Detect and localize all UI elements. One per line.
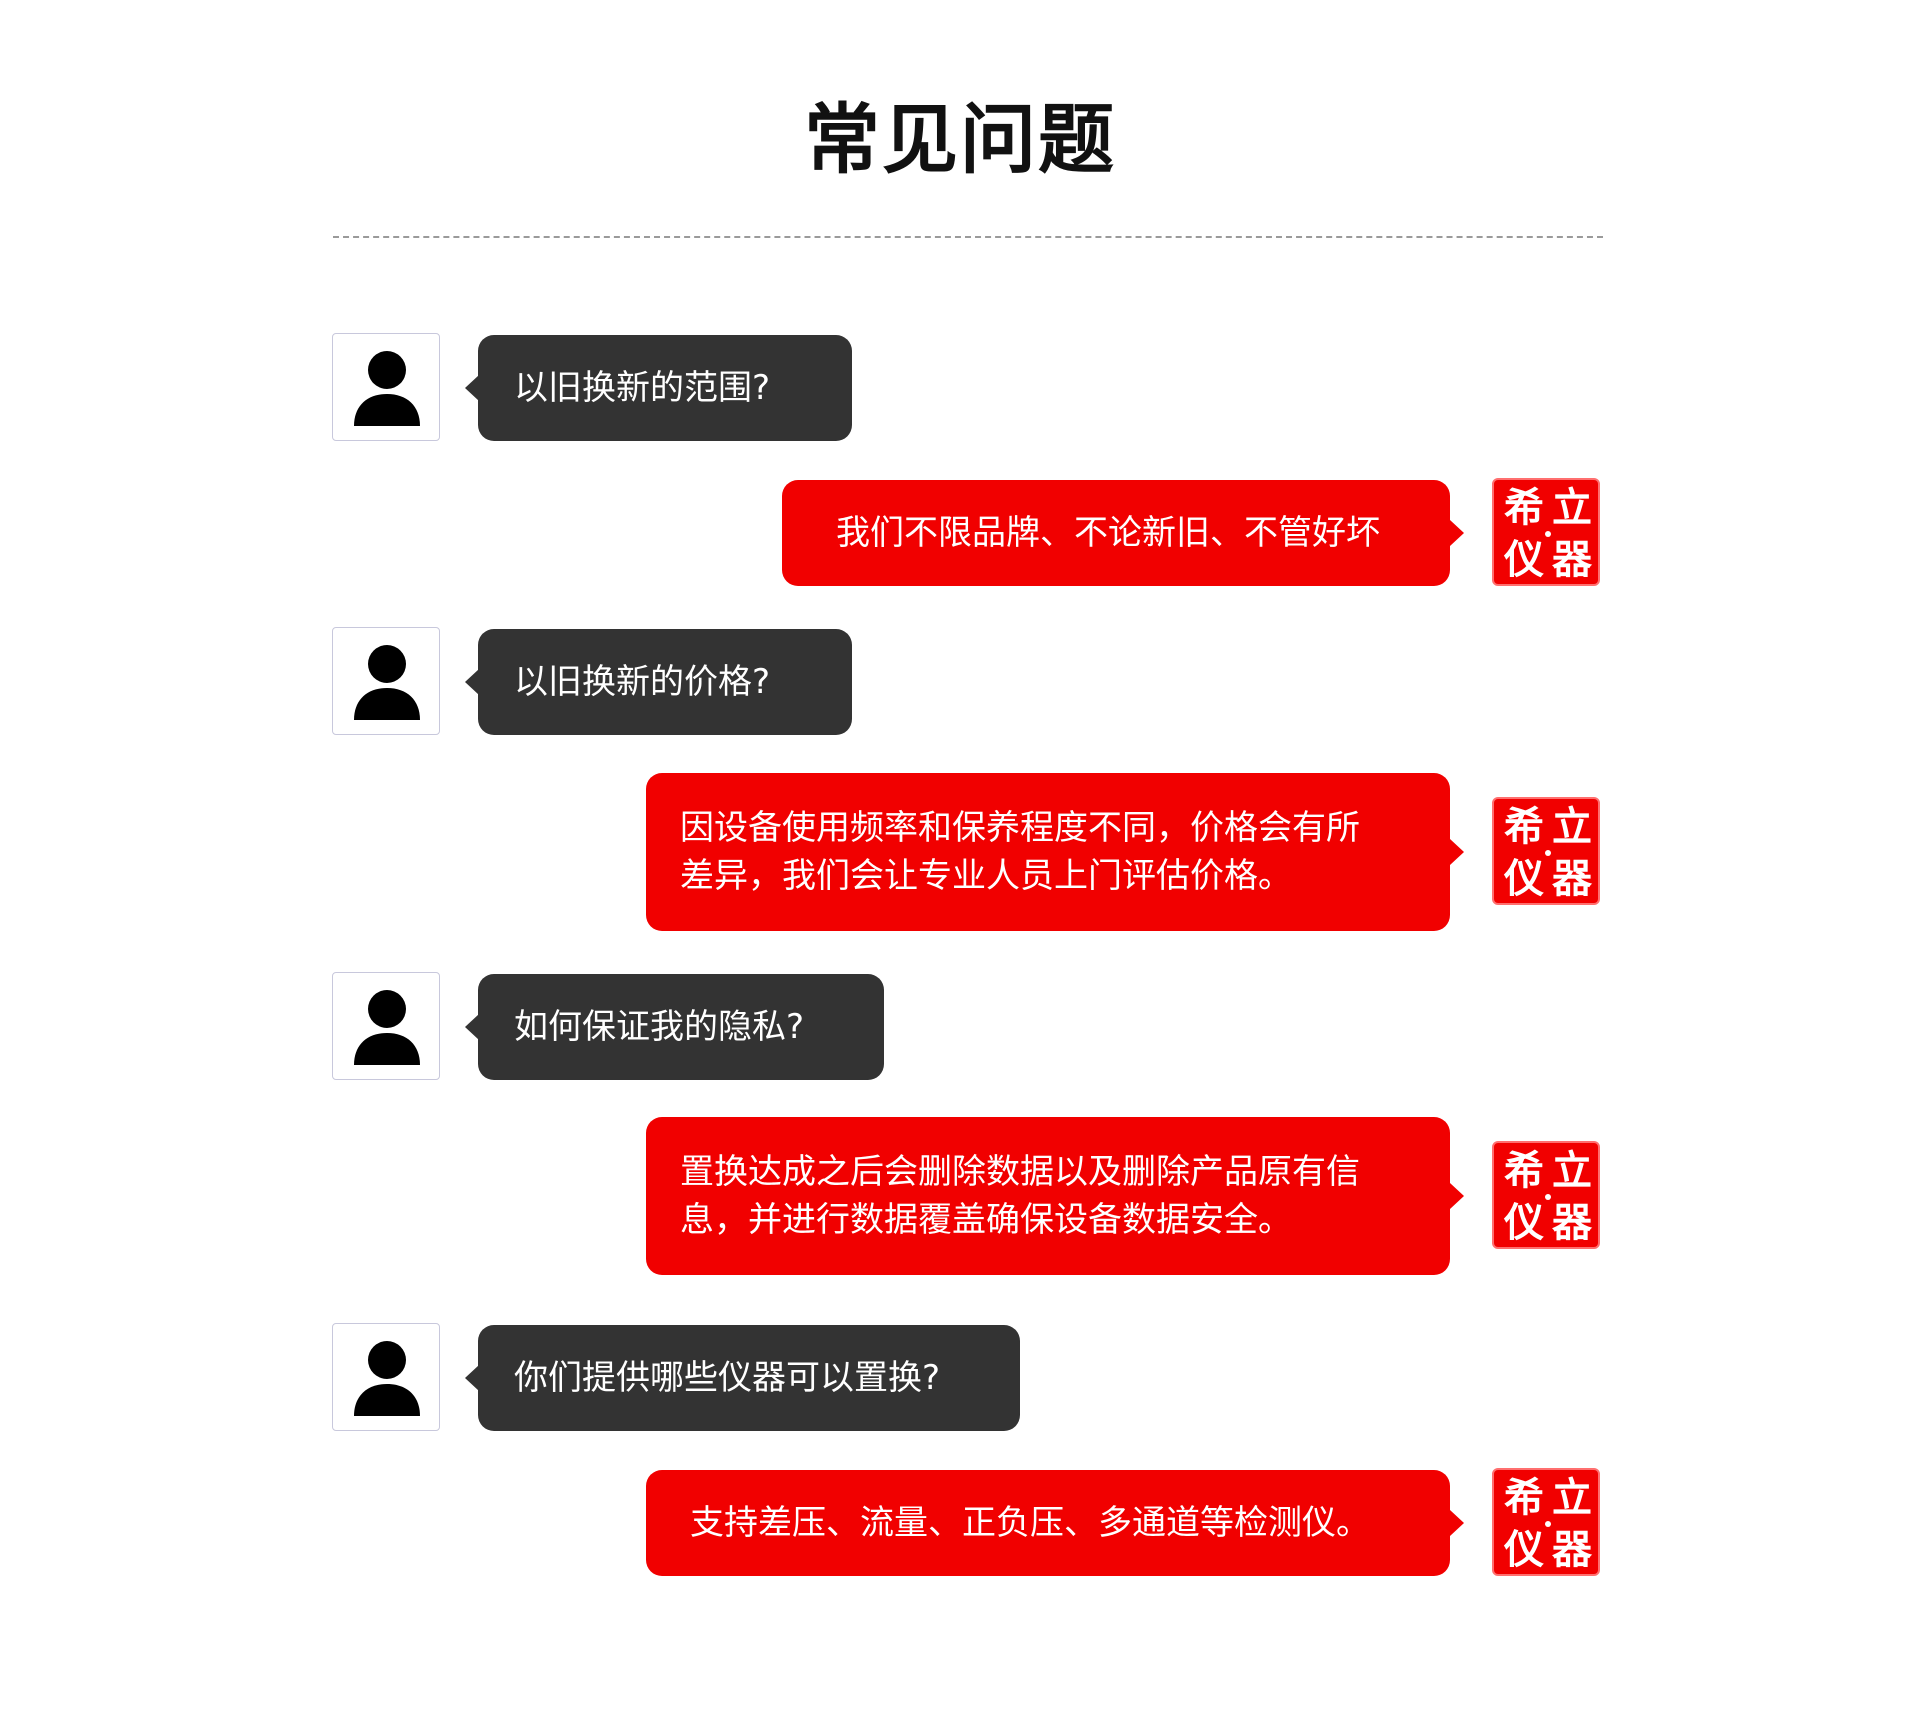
question-bubble: 你们提供哪些仪器可以置换? bbox=[465, 1325, 1020, 1431]
question-text: 以旧换新的价格? bbox=[514, 662, 771, 702]
answer-text: 置换达成之后会删除数据以及删除产品原有信 息，并进行数据覆盖确保设备数据安全。 bbox=[680, 1148, 1360, 1244]
user-avatar bbox=[332, 972, 440, 1080]
brand-char: 器 bbox=[1552, 1200, 1592, 1246]
user-avatar bbox=[332, 333, 440, 441]
answer-line: 因设备使用频率和保养程度不同，价格会有所 bbox=[680, 808, 1360, 848]
brand-char: 仪 bbox=[1504, 856, 1544, 902]
question-bubble: 以旧换新的价格? bbox=[465, 629, 852, 735]
brand-char: 希 bbox=[1504, 1148, 1544, 1194]
person-icon bbox=[354, 1341, 420, 1416]
brand-logo: 希 立 仪 器 bbox=[1492, 1141, 1600, 1249]
brand-char: 器 bbox=[1552, 1527, 1592, 1573]
brand-char: 希 bbox=[1504, 485, 1544, 531]
question-text: 如何保证我的隐私? bbox=[514, 1007, 805, 1047]
answer-bubble: 支持差压、流量、正负压、多通道等检测仪。 bbox=[646, 1470, 1464, 1576]
answer-text: 我们不限品牌、不论新旧、不管好坏 bbox=[836, 513, 1380, 553]
brand-dot bbox=[1545, 531, 1551, 537]
user-avatar bbox=[332, 627, 440, 735]
brand-char: 仪 bbox=[1504, 1200, 1544, 1246]
person-icon bbox=[354, 351, 420, 426]
person-icon bbox=[354, 990, 420, 1065]
person-icon bbox=[354, 645, 420, 720]
brand-char: 立 bbox=[1552, 1148, 1592, 1194]
brand-dot bbox=[1545, 1194, 1551, 1200]
brand-dot bbox=[1545, 1521, 1551, 1527]
title-divider bbox=[333, 236, 1603, 238]
answer-bubble: 置换达成之后会删除数据以及删除产品原有信 息，并进行数据覆盖确保设备数据安全。 bbox=[646, 1117, 1464, 1275]
brand-logo: 希 立 仪 器 bbox=[1492, 797, 1600, 905]
brand-char: 希 bbox=[1504, 1475, 1544, 1521]
brand-char: 立 bbox=[1552, 804, 1592, 850]
user-avatar bbox=[332, 1323, 440, 1431]
answer-bubble: 因设备使用频率和保养程度不同，价格会有所 差异，我们会让专业人员上门评估价格。 bbox=[646, 773, 1464, 931]
brand-char: 器 bbox=[1552, 537, 1592, 583]
brand-logo: 希 立 仪 器 bbox=[1492, 1468, 1600, 1576]
brand-dot bbox=[1545, 850, 1551, 856]
question-bubble: 如何保证我的隐私? bbox=[465, 974, 884, 1080]
answer-line: 置换达成之后会删除数据以及删除产品原有信 bbox=[680, 1152, 1360, 1192]
brand-char: 希 bbox=[1504, 804, 1544, 850]
question-text: 你们提供哪些仪器可以置换? bbox=[514, 1358, 941, 1398]
brand-char: 仪 bbox=[1504, 1527, 1544, 1573]
answer-text: 支持差压、流量、正负压、多通道等检测仪。 bbox=[690, 1503, 1370, 1543]
page-title: 常见问题 bbox=[804, 95, 1116, 184]
brand-char: 立 bbox=[1552, 1475, 1592, 1521]
brand-char: 仪 bbox=[1504, 537, 1544, 583]
question-text: 以旧换新的范围? bbox=[514, 368, 771, 408]
answer-line: 息，并进行数据覆盖确保设备数据安全。 bbox=[680, 1200, 1292, 1240]
brand-char: 器 bbox=[1552, 856, 1592, 902]
answer-text: 因设备使用频率和保养程度不同，价格会有所 差异，我们会让专业人员上门评估价格。 bbox=[680, 804, 1360, 900]
question-bubble: 以旧换新的范围? bbox=[465, 335, 852, 441]
brand-logo: 希 立 仪 器 bbox=[1492, 478, 1600, 586]
answer-bubble: 我们不限品牌、不论新旧、不管好坏 bbox=[782, 480, 1464, 586]
answer-line: 差异，我们会让专业人员上门评估价格。 bbox=[680, 856, 1292, 896]
brand-char: 立 bbox=[1552, 485, 1592, 531]
